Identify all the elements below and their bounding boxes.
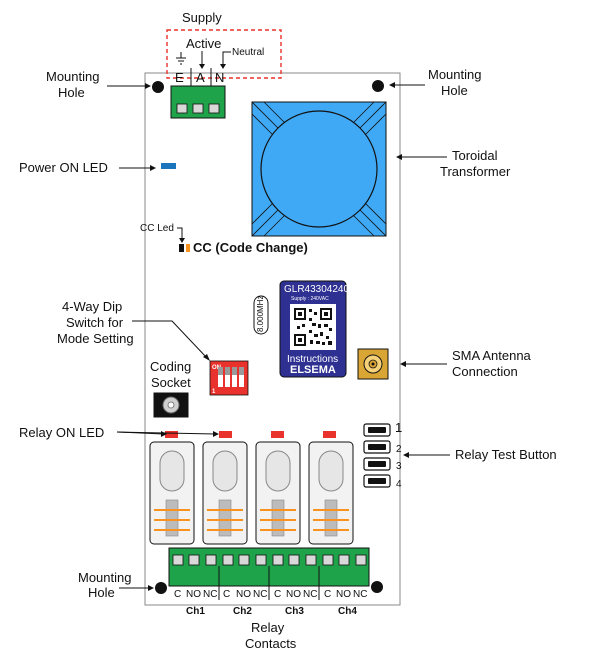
- dip-label-2: Switch for: [66, 315, 124, 330]
- module-model: GLR43304240: [284, 284, 349, 295]
- relay-1: [149, 441, 195, 545]
- module-brand: ELSEMA: [290, 364, 336, 376]
- mounting-hole-tr-label-1: Mounting: [428, 67, 481, 82]
- relay-led-1: [165, 431, 178, 438]
- mounting-hole-bottom-right: [371, 581, 383, 593]
- toroidal-label-2: Transformer: [440, 164, 511, 179]
- mounting-hole-top-left: [152, 81, 164, 93]
- mounting-hole-top-right: [372, 80, 384, 92]
- channel-label-2: Ch2: [233, 606, 252, 617]
- relay-4: [308, 441, 354, 545]
- relay-led-3: [271, 431, 284, 438]
- channel-label-1: Ch1: [186, 606, 205, 617]
- dip-on-label: ON: [212, 365, 221, 371]
- dip-switch: ON 1: [209, 360, 249, 396]
- contact-terminal-11: NO: [336, 589, 351, 600]
- cc-code-change-label: CC (Code Change): [193, 240, 308, 255]
- sma-antenna-connector: [357, 348, 389, 380]
- contact-terminal-7: C: [274, 589, 281, 600]
- receiver-module: GLR43304240 Supply : 240VAC Instructions…: [279, 280, 349, 378]
- relay-contacts-label-2: Contacts: [245, 636, 297, 651]
- contact-terminal-5: NO: [236, 589, 251, 600]
- cc-led-label: CC Led: [140, 223, 174, 234]
- relay-test-button-1-number: 1: [395, 420, 402, 435]
- contact-terminal-10: C: [324, 589, 331, 600]
- power-on-led: [161, 163, 176, 169]
- mounting-hole-tr-label-2: Hole: [441, 83, 468, 98]
- terminal-a-label: A: [196, 70, 205, 85]
- module-instructions: Instructions: [287, 354, 338, 365]
- contact-terminal-2: NO: [186, 589, 201, 600]
- relay-on-led-label: Relay ON LED: [19, 425, 104, 440]
- mounting-hole-bl-label-2: Hole: [88, 585, 115, 600]
- relay-test-button-4-number: 4: [396, 479, 402, 490]
- mounting-hole-bl-label-1: Mounting: [78, 570, 131, 585]
- toroidal-label-1: Toroidal: [452, 148, 498, 163]
- terminal-n-label: N: [215, 70, 224, 85]
- relay-2: [202, 441, 248, 545]
- power-on-led-label: Power ON LED: [19, 160, 108, 175]
- mounting-hole-tl-label-2: Hole: [58, 85, 85, 100]
- contact-terminal-9: NC: [303, 589, 317, 600]
- terminal-e-label: E: [175, 70, 184, 85]
- relay-test-button-3[interactable]: [363, 457, 391, 471]
- relay-3: [255, 441, 301, 545]
- relay-test-button-2-number: 2: [396, 444, 402, 455]
- module-supply: Supply : 240VAC: [291, 296, 329, 302]
- crystal-label: 8.000MHz: [256, 296, 265, 332]
- relay-led-2: [219, 431, 232, 438]
- supply-terminal-block: [170, 85, 226, 119]
- neutral-label: Neutral: [232, 47, 264, 58]
- sma-label-1: SMA Antenna: [452, 348, 532, 363]
- relay-test-button-label: Relay Test Button: [455, 447, 557, 462]
- coding-label-2: Socket: [151, 375, 191, 390]
- supply-dashed-box: [166, 29, 282, 79]
- cc-led: [179, 244, 184, 252]
- contact-terminal-8: NO: [286, 589, 301, 600]
- contact-terminal-1: C: [174, 589, 181, 600]
- toroidal-transformer: [251, 101, 387, 237]
- ground-icon: [176, 52, 186, 65]
- supply-label: Supply: [182, 10, 222, 25]
- contact-terminal-4: C: [223, 589, 230, 600]
- relay-test-button-3-number: 3: [396, 461, 402, 472]
- contact-terminal-6: NC: [253, 589, 267, 600]
- mounting-hole-tl-label-1: Mounting: [46, 69, 99, 84]
- dip-label-1: 4-Way Dip: [62, 299, 122, 314]
- channel-label-4: Ch4: [338, 606, 357, 617]
- contact-terminal-12: NC: [353, 589, 367, 600]
- coding-socket: [153, 392, 189, 418]
- sma-label-2: Connection: [452, 364, 518, 379]
- crystal-oscillator: 8.000MHz: [253, 295, 269, 335]
- relay-test-button-4[interactable]: [363, 474, 391, 488]
- relay-test-button-2[interactable]: [363, 440, 391, 454]
- coding-label-1: Coding: [150, 359, 191, 374]
- channel-label-3: Ch3: [285, 606, 304, 617]
- qr-code-icon: [294, 308, 332, 346]
- mounting-hole-bottom-left: [155, 582, 167, 594]
- relay-led-4: [323, 431, 336, 438]
- dip-label-3: Mode Setting: [57, 331, 134, 346]
- contact-terminal-3: NC: [203, 589, 217, 600]
- relay-test-button-1[interactable]: [363, 423, 391, 437]
- relay-contacts-label-1: Relay: [251, 620, 285, 635]
- dip-one-label: 1: [212, 389, 216, 395]
- cc-led-indicator: [186, 244, 190, 252]
- active-label: Active: [186, 36, 221, 51]
